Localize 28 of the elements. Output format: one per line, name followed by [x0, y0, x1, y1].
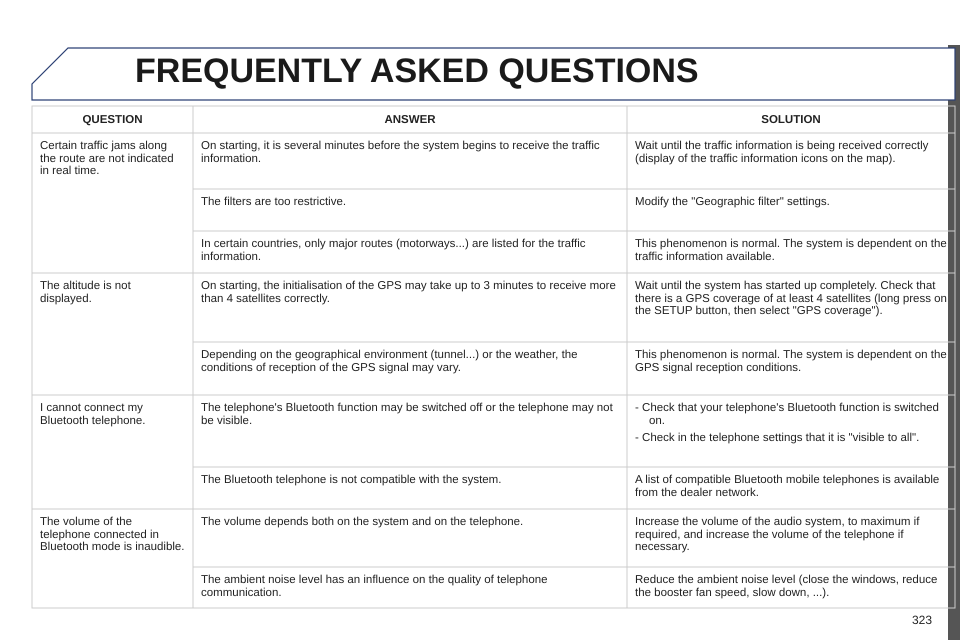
table-text: On starting, it is several minutes before the system begins to receive the traffic information. [201, 140, 601, 165]
page-number: 323 [912, 614, 932, 626]
table-text: Modify the "Geographic filter" settings. [635, 196, 831, 208]
column-header: QUESTION [81, 114, 144, 126]
table-text: Certain traffic jams along the route are not indicated in real time. [40, 140, 175, 178]
table-text: In certain countries, only major routes (motorways...) are listed for the traffic information. [201, 238, 587, 263]
table-text: The ambient noise level has an influence on the quality of telephone communication. [201, 574, 549, 599]
table-text: The volume of the telephone connected in Bluetooth mode is inaudible. [40, 516, 185, 554]
table-text: The altitude is not displayed. [40, 280, 132, 305]
table-text: Increase the volume of the audio system, to maximum if required, and increase the volume of the telephone if necessary. [635, 516, 920, 554]
table-text: I cannot connect my Bluetooth telephone. [40, 402, 147, 427]
table-text: The Bluetooth telephone is not compatible with the system. [201, 474, 502, 486]
column-header: SOLUTION [760, 114, 822, 126]
table-text: Wait until the system has started up completely. Check that there is a GPS coverage of at least 4 satellites (long press on the SETUP button, then select "GPS coverage"). [635, 280, 947, 318]
table-text: Reduce the ambient noise level (close the windows, reduce the booster fan speed, slow down, ...). [635, 574, 938, 599]
table-text: - Check that your telephone's Bluetooth function is switched on. [635, 402, 940, 427]
column-header: ANSWER [383, 114, 437, 126]
table-text: The filters are too restrictive. [201, 196, 348, 208]
table-text: This phenomenon is normal. The system is dependent on the traffic information available. [635, 238, 947, 263]
table-text: A list of compatible Bluetooth mobile telephones is available from the dealer network. [635, 474, 940, 499]
table-text: This phenomenon is normal. The system is dependent on the GPS signal reception conditions. [635, 349, 947, 374]
table-text: - Check in the telephone settings that it is "visible to all". [635, 432, 920, 444]
table-text: On starting, the initialisation of the GPS may take up to 3 minutes to receive more than 4 satellites correctly. [201, 280, 617, 305]
page-title: FREQUENTLY ASKED QUESTIONS [135, 52, 699, 91]
table-text: Wait until the traffic information is being received correctly (display of the traffic information icons on the map). [635, 140, 930, 165]
table-text: The volume depends both on the system and on the telephone. [201, 516, 524, 528]
table-text: The telephone's Bluetooth function may be switched off or the telephone may not be visible. [201, 402, 614, 427]
table-text: Depending on the geographical environment (tunnel...) or the weather, the conditions of reception of the GPS signal may vary. [201, 349, 579, 374]
